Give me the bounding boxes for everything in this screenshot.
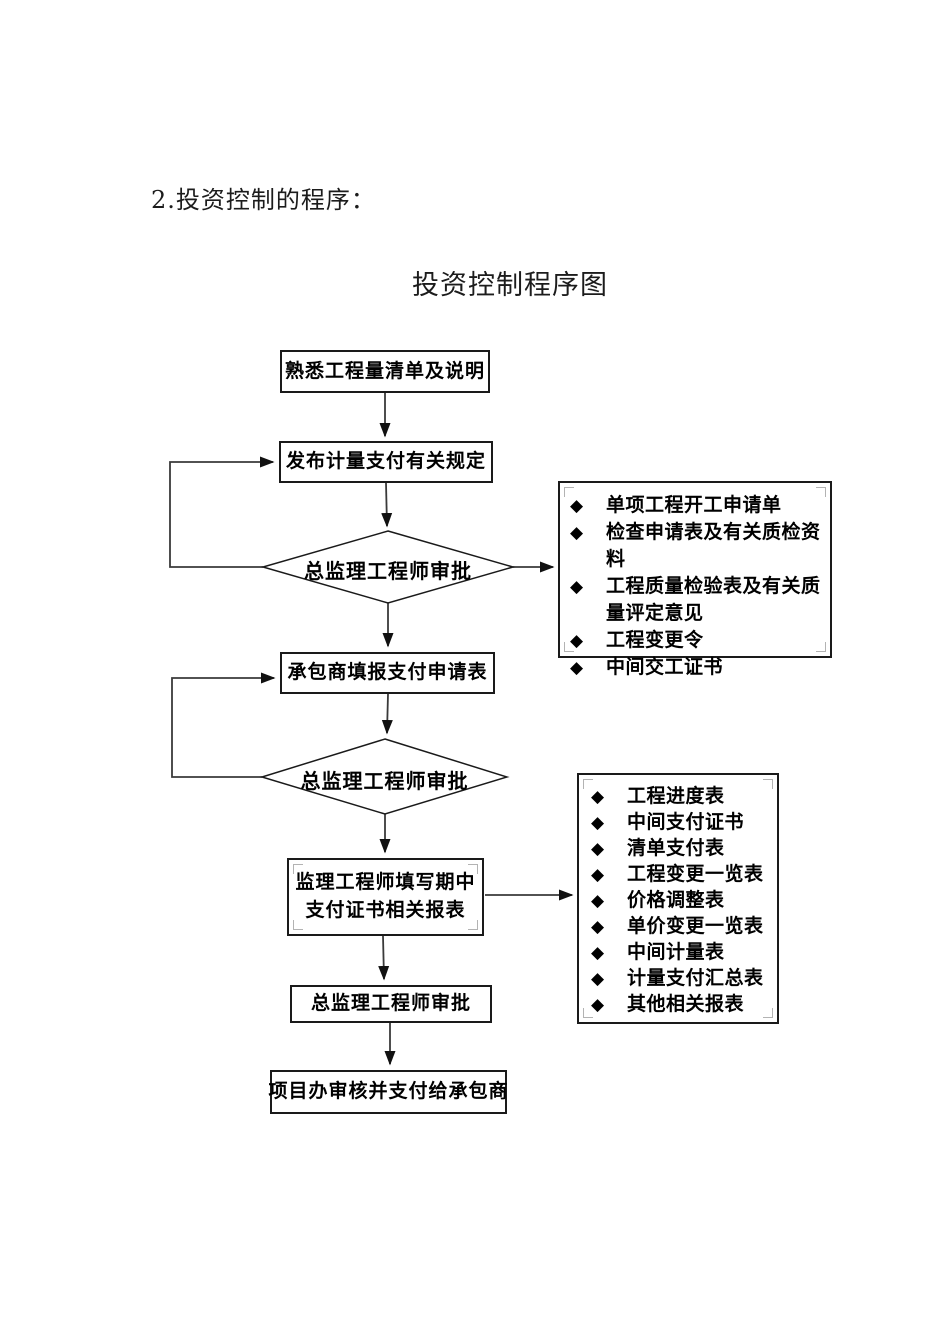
list-item: ◆ 工程质量检验表及有关质量评定意见	[570, 573, 826, 627]
feedback-loop-diamond2-to-box3	[171, 672, 276, 778]
list-item: ◆ 价格调整表	[591, 888, 773, 914]
flow-step-label: 熟悉工程量清单及说明	[284, 360, 485, 382]
list-item-text: 检查申请表及有关质检资料	[606, 522, 821, 570]
arrow-box3-to-diamond2	[381, 693, 393, 735]
list-item-text: 中间支付证书	[627, 812, 745, 833]
diamond-bullet-icon: ◆	[591, 787, 605, 806]
list-item-text: 工程变更令	[606, 630, 704, 651]
crop-mark	[468, 864, 478, 874]
crop-mark	[763, 779, 773, 789]
list-item: ◆ 工程变更一览表	[591, 862, 773, 888]
flowchart-title: 投资控制程序图	[412, 270, 608, 301]
diamond-bullet-icon: ◆	[570, 577, 584, 596]
diamond-bullet-icon: ◆	[570, 631, 584, 650]
list-item-text: 工程质量检验表及有关质量评定意见	[606, 576, 821, 624]
flow-step-label: 总监理工程师审批	[310, 993, 471, 1015]
list-item-text: 其他相关报表	[627, 994, 745, 1015]
list-item-text: 单项工程开工申请单	[606, 495, 782, 516]
flow-step-issue-payment-rules: 发布计量支付有关规定	[279, 441, 493, 483]
list-item-text: 清单支付表	[627, 838, 725, 859]
list-item: ◆ 检查申请表及有关质检资料	[570, 519, 826, 573]
feedback-loop-diamond1-to-box2	[169, 456, 275, 568]
list-item: ◆ 清单支付表	[591, 836, 773, 862]
diamond-bullet-icon: ◆	[591, 943, 605, 962]
crop-mark	[564, 642, 574, 652]
list-item: ◆ 单价变更一览表	[591, 914, 773, 940]
arrow-box2-to-diamond1	[381, 482, 393, 528]
flow-step-project-office-pays-contractor: 项目办审核并支付给承包商	[268, 1070, 509, 1114]
list-item: ◆ 计量支付汇总表	[591, 966, 773, 992]
flow-step-review-boq: 熟悉工程量清单及说明	[280, 350, 490, 393]
section-heading: 2.投资控制的程序：	[151, 186, 376, 214]
list-item-text: 中间交工证书	[606, 657, 724, 678]
list-item-text: 价格调整表	[627, 890, 725, 911]
bullet-list: ◆ 工程进度表 ◆ 中间支付证书 ◆ 清单支付表 ◆ 工程变更一览表 ◆ 价格调…	[579, 775, 777, 1022]
flow-step-engineer-fills-interim-certificate: 监理工程师填写期中 支付证书相关报表	[287, 858, 484, 936]
list-item: ◆ 中间支付证书	[591, 810, 773, 836]
document-list-approval-attachments: ◆ 单项工程开工申请单 ◆ 检查申请表及有关质检资料 ◆ 工程质量检验表及有关质…	[558, 481, 832, 678]
list-item-text: 工程变更一览表	[627, 864, 764, 885]
flow-step-label-line1: 监理工程师填写期中	[295, 872, 476, 894]
decision-label-chief-engineer-approval-2: 总监理工程师审批	[300, 771, 469, 793]
crop-mark	[293, 920, 303, 930]
diamond-bullet-icon: ◆	[591, 813, 605, 832]
diamond-bullet-icon: ◆	[570, 496, 584, 515]
diamond-bullet-icon: ◆	[591, 969, 605, 988]
document-list-payment-report-forms: ◆ 工程进度表 ◆ 中间支付证书 ◆ 清单支付表 ◆ 工程变更一览表 ◆ 价格调…	[577, 773, 779, 1024]
crop-mark	[564, 487, 574, 497]
decision-label-chief-engineer-approval-1: 总监理工程师审批	[304, 561, 472, 583]
decision-diamond-1	[260, 530, 516, 604]
crop-mark	[468, 920, 478, 930]
diamond-bullet-icon: ◆	[570, 658, 584, 677]
diamond-bullet-icon: ◆	[591, 839, 605, 858]
crop-mark	[816, 487, 826, 497]
list-item-text: 工程进度表	[627, 786, 725, 807]
diamond-bullet-icon: ◆	[591, 995, 605, 1014]
diamond-bullet-icon: ◆	[570, 523, 584, 542]
list-item: ◆ 工程变更令	[570, 627, 826, 654]
diamond-bullet-icon: ◆	[591, 891, 605, 910]
diamond-bullet-icon: ◆	[591, 917, 605, 936]
flow-step-label: 发布计量支付有关规定	[285, 451, 486, 473]
list-item: ◆ 其他相关报表	[591, 992, 773, 1018]
crop-mark	[816, 642, 826, 652]
crop-mark	[763, 1008, 773, 1018]
list-item: ◆ 单项工程开工申请单	[570, 492, 826, 519]
crop-mark	[583, 779, 593, 789]
flow-step-label: 承包商填报支付申请表	[287, 662, 488, 684]
bullet-list: ◆ 单项工程开工申请单 ◆ 检查申请表及有关质检资料 ◆ 工程质量检验表及有关质…	[560, 483, 830, 685]
flow-step-contractor-payment-application: 承包商填报支付申请表	[280, 652, 495, 694]
flow-step-label: 项目办审核并支付给承包商	[268, 1081, 509, 1103]
crop-mark	[293, 864, 303, 874]
flow-step-label-line2: 支付证书相关报表	[305, 900, 466, 921]
arrow-box4-to-box5	[378, 935, 390, 981]
list-item-text: 计量支付汇总表	[627, 968, 764, 989]
list-item-text: 中间计量表	[627, 942, 725, 963]
list-item: ◆ 中间计量表	[591, 940, 773, 966]
decision-diamond-2	[259, 738, 510, 815]
crop-mark	[583, 1008, 593, 1018]
diamond-bullet-icon: ◆	[591, 865, 605, 884]
flow-step-chief-engineer-approval-final: 总监理工程师审批	[290, 985, 492, 1023]
list-item: ◆ 工程进度表	[591, 784, 773, 810]
list-item-text: 单价变更一览表	[627, 916, 764, 937]
list-item: ◆ 中间交工证书	[570, 654, 826, 681]
